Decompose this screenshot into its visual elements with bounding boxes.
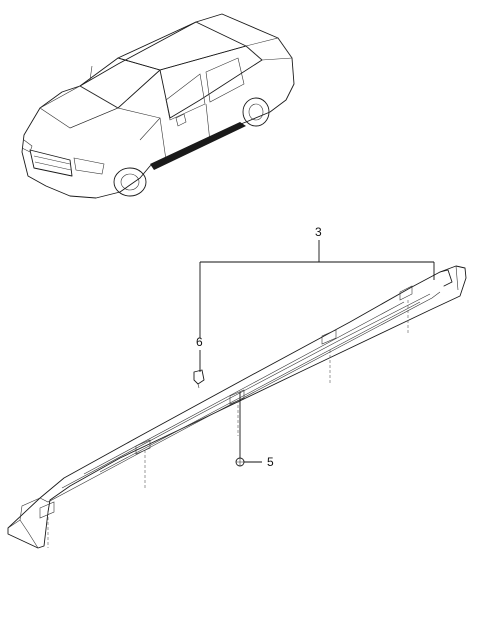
clip-part-6 bbox=[193, 369, 205, 389]
callout-part-6: 6 bbox=[196, 335, 203, 349]
leader-lines bbox=[199, 240, 435, 463]
screw-part-5 bbox=[235, 457, 245, 467]
callout-part-5: 5 bbox=[267, 455, 274, 469]
callout-part-3: 3 bbox=[315, 225, 322, 239]
side-sill-moulding bbox=[7, 265, 467, 549]
car-illustration bbox=[21, 13, 295, 199]
